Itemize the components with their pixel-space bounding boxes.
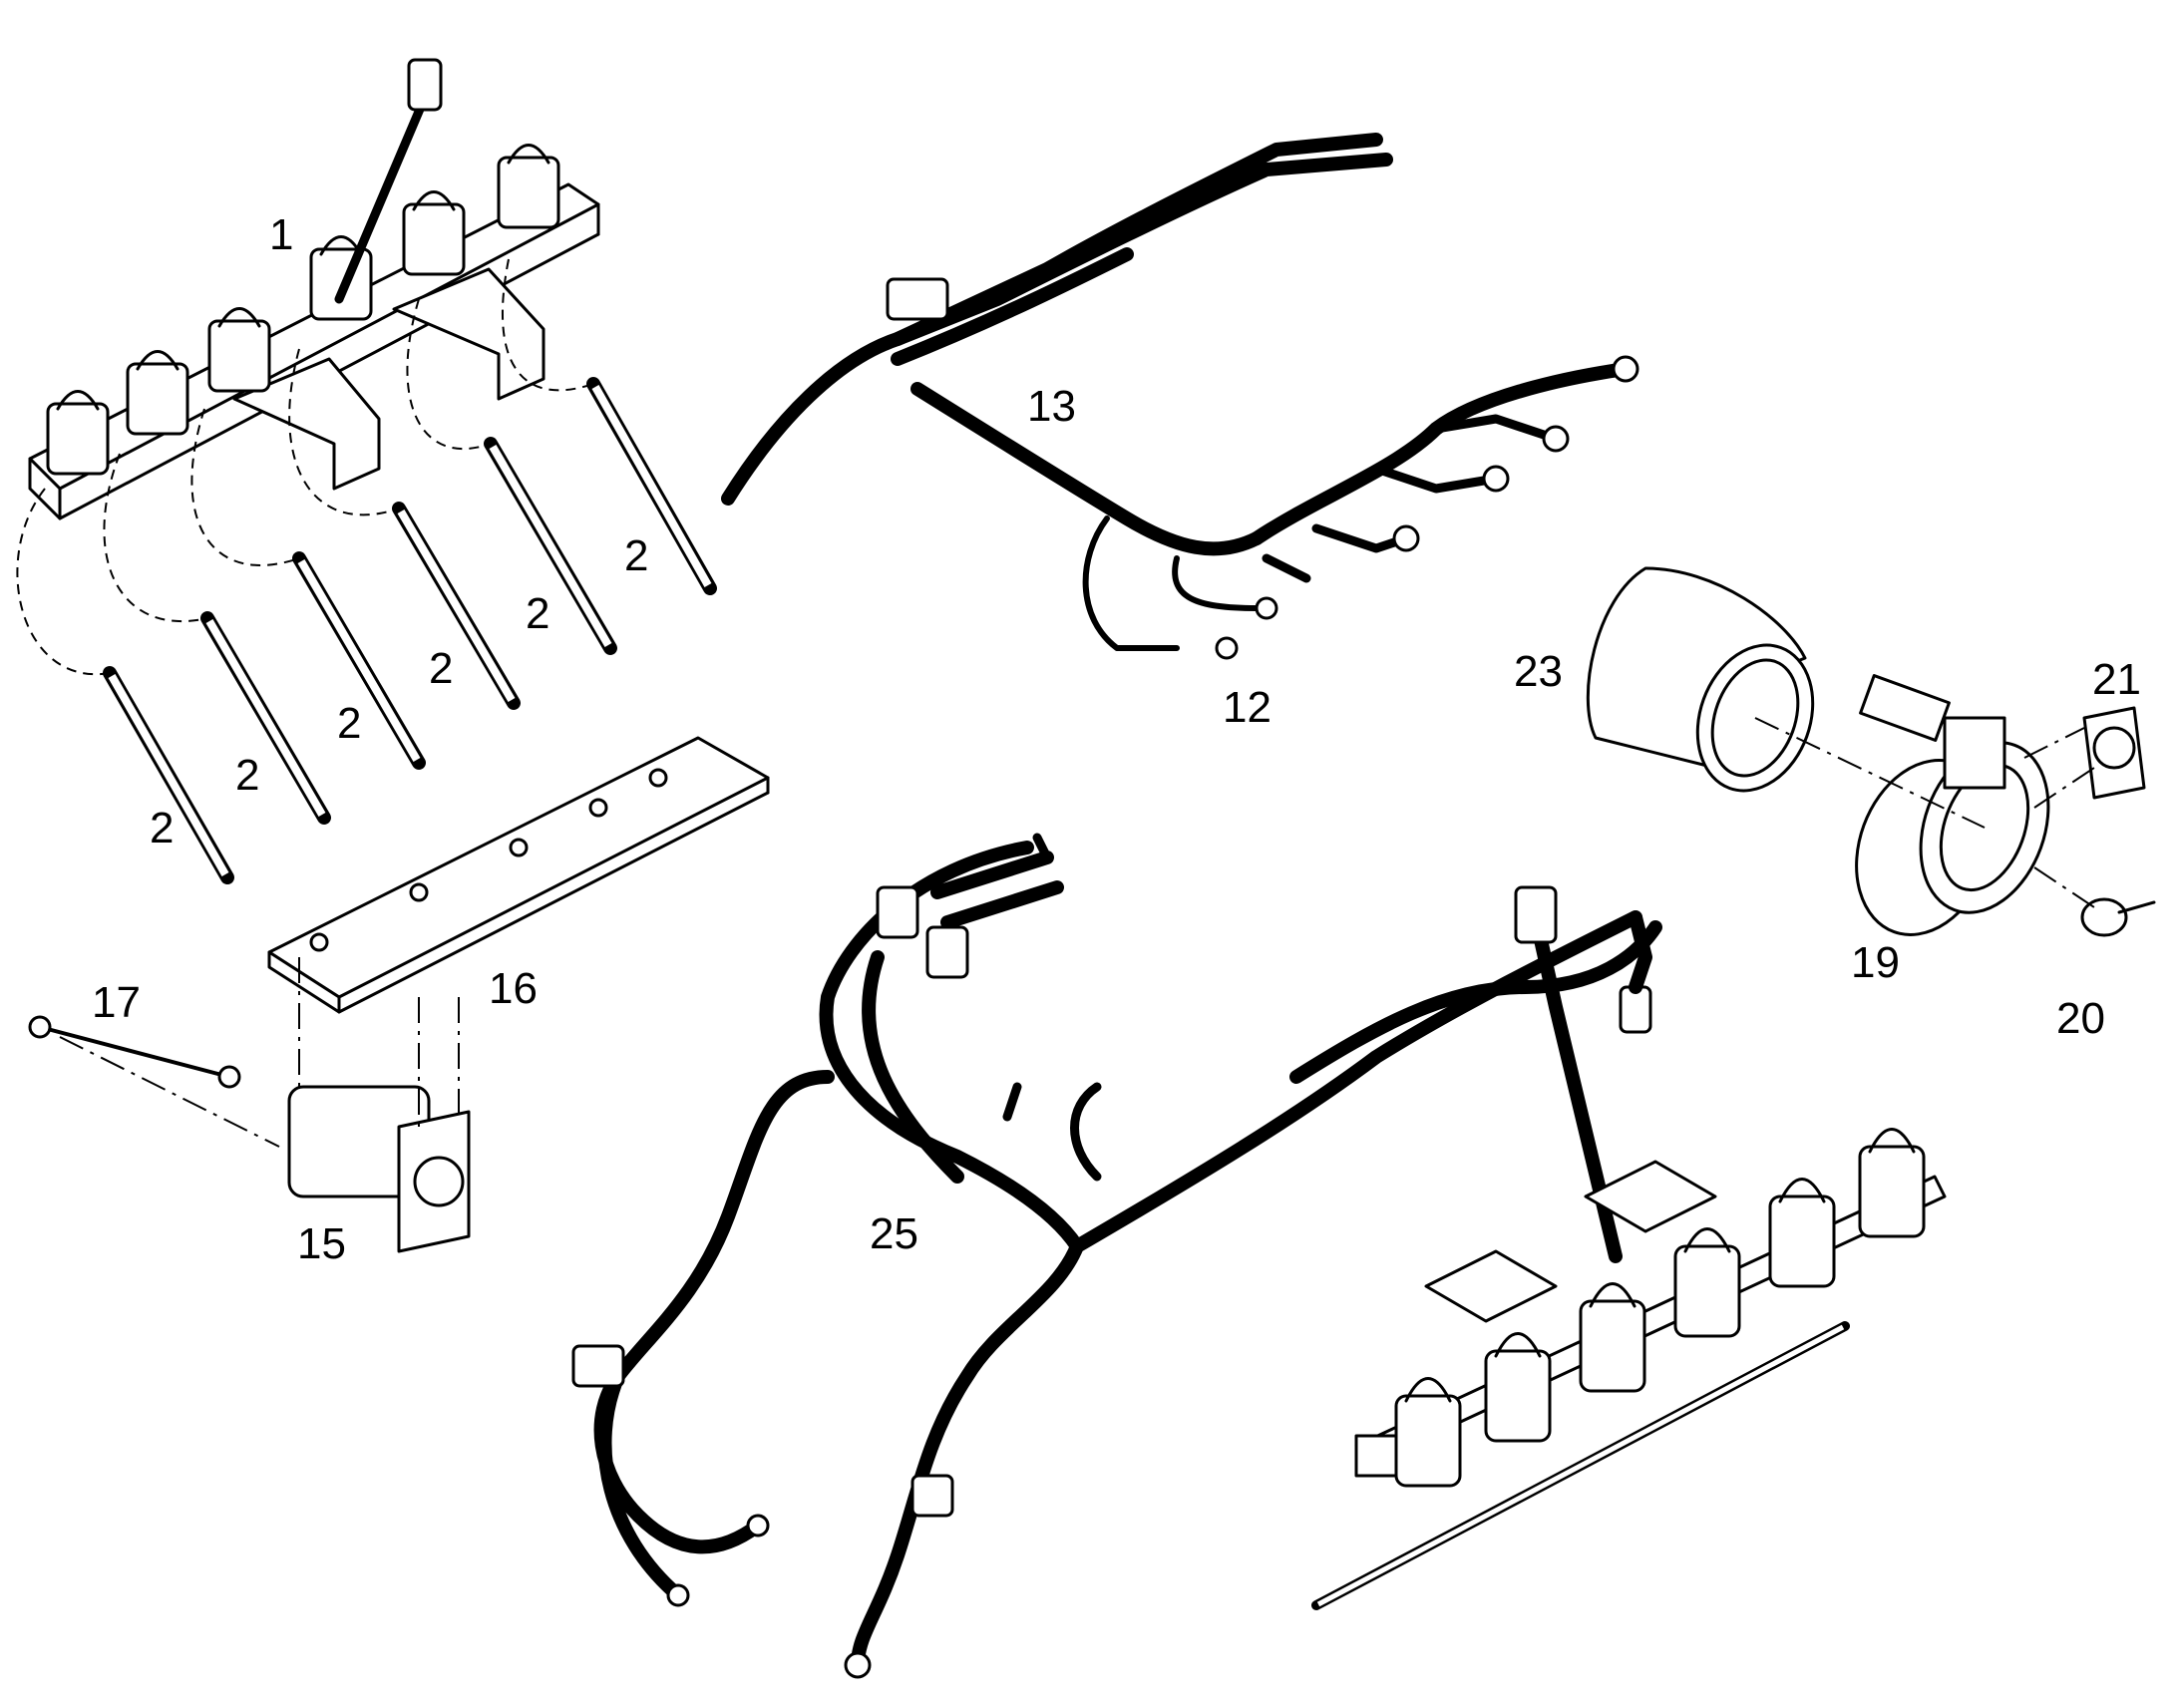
coil-module xyxy=(402,190,466,276)
injectors xyxy=(16,258,717,884)
upper-harness xyxy=(721,133,1639,660)
callout-20: 20 xyxy=(2056,994,2105,1043)
coil-module xyxy=(1394,1377,1462,1488)
coil-module xyxy=(126,350,189,436)
injector xyxy=(200,611,331,825)
coil-module xyxy=(207,307,271,393)
injector xyxy=(392,502,521,710)
callout-23: 23 xyxy=(1514,647,1563,696)
callout-15: 15 xyxy=(297,1219,346,1268)
coil-module xyxy=(1768,1178,1836,1288)
callout-13: 13 xyxy=(1027,382,1076,431)
lower-coil-rack xyxy=(1311,1128,1947,1610)
callout-2: 2 xyxy=(624,531,648,580)
callout-16: 16 xyxy=(489,964,538,1013)
callout-labels: 1 2 2 2 2 2 2 12 13 15 16 17 19 20 21 23… xyxy=(92,210,2141,1268)
injector xyxy=(484,437,617,655)
coil-module xyxy=(1484,1332,1552,1443)
callout-19: 19 xyxy=(1851,938,1900,987)
callout-21: 21 xyxy=(2092,655,2141,704)
callout-12: 12 xyxy=(1223,683,1272,732)
lower-harness xyxy=(571,833,1662,1679)
callout-2: 2 xyxy=(337,699,361,748)
coil-module xyxy=(1858,1128,1926,1238)
injector xyxy=(292,551,426,770)
coil-module xyxy=(1579,1282,1646,1393)
callout-2: 2 xyxy=(429,644,453,693)
coil-module xyxy=(46,390,110,476)
injector xyxy=(586,377,717,595)
callout-2: 2 xyxy=(526,589,549,638)
coil-module xyxy=(1673,1227,1741,1338)
callout-2: 2 xyxy=(150,804,174,853)
mixer-assembly xyxy=(1586,566,2156,937)
callout-25: 25 xyxy=(870,1209,918,1258)
plate-and-motor xyxy=(28,736,770,1253)
callout-2: 2 xyxy=(235,751,259,800)
injector xyxy=(103,666,234,884)
callout-1: 1 xyxy=(269,210,293,259)
coil-rack-assembly xyxy=(28,58,600,520)
callout-17: 17 xyxy=(92,978,141,1027)
coil-module xyxy=(497,144,560,229)
